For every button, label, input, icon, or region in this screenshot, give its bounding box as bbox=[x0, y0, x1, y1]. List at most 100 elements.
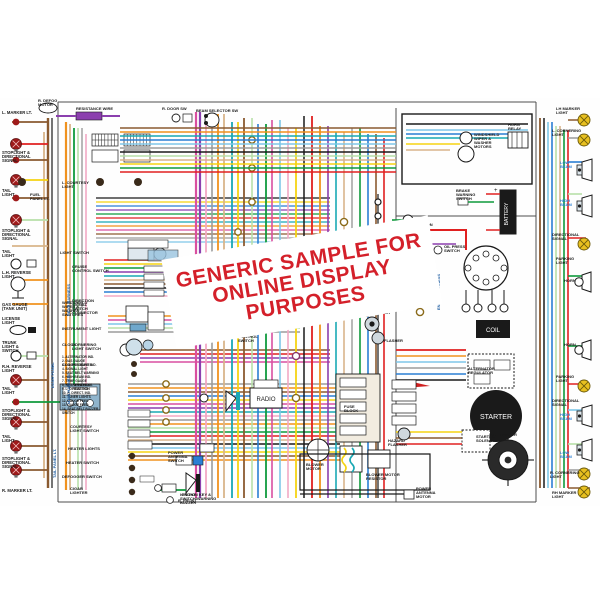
svg-text:HEATER SWITCH: HEATER SWITCH bbox=[66, 460, 99, 465]
svg-text:LOW: LOW bbox=[560, 160, 570, 165]
svg-text:LICENSE: LICENSE bbox=[2, 316, 20, 321]
svg-text:DIRECTIONAL: DIRECTIONAL bbox=[2, 460, 31, 465]
svg-text:5. SEAT BELT WARNING: 5. SEAT BELT WARNING bbox=[62, 371, 100, 375]
svg-text:SIGNAL: SIGNAL bbox=[2, 464, 18, 469]
svg-text:DIRECTIONAL: DIRECTIONAL bbox=[2, 154, 31, 159]
svg-text:STOPLIGHT &: STOPLIGHT & bbox=[2, 408, 30, 413]
svg-text:HIGH: HIGH bbox=[560, 198, 570, 203]
svg-text:FLASHER: FLASHER bbox=[388, 442, 407, 447]
svg-text:REAR HARNESS: REAR HARNESS bbox=[66, 284, 71, 316]
svg-text:SIGNAL: SIGNAL bbox=[2, 416, 18, 421]
svg-text:CLOCK: CLOCK bbox=[62, 342, 76, 347]
svg-text:RESISTANCE WIRE: RESISTANCE WIRE bbox=[76, 106, 113, 111]
svg-text:WASHER: WASHER bbox=[62, 308, 80, 313]
svg-text:WIPER &: WIPER & bbox=[62, 304, 79, 309]
svg-text:PARKING: PARKING bbox=[556, 256, 574, 261]
svg-text:LIGHT: LIGHT bbox=[556, 378, 569, 383]
svg-text:LIGHT: LIGHT bbox=[550, 474, 563, 479]
svg-text:COURTESY: COURTESY bbox=[70, 424, 93, 429]
svg-text:R. FRONT: R. FRONT bbox=[178, 498, 197, 503]
svg-text:BEAM: BEAM bbox=[560, 164, 572, 169]
svg-text:CONNECTOR: CONNECTOR bbox=[72, 310, 98, 315]
svg-text:R. DOOR SW: R. DOOR SW bbox=[162, 106, 187, 111]
svg-text:LIGHT SWITCH: LIGHT SWITCH bbox=[72, 346, 101, 351]
svg-text:LIGHT SWITCH: LIGHT SWITCH bbox=[60, 250, 89, 255]
svg-text:TAIL: TAIL bbox=[2, 249, 11, 254]
svg-text:SWITCH: SWITCH bbox=[168, 458, 184, 463]
svg-text:LIGHT: LIGHT bbox=[2, 192, 15, 197]
svg-text:LIGHT: LIGHT bbox=[2, 274, 15, 279]
svg-text:CLOCK LIGHTS: CLOCK LIGHTS bbox=[62, 362, 92, 367]
svg-text:SWITCH: SWITCH bbox=[456, 196, 472, 201]
svg-text:ALTERNATOR: ALTERNATOR bbox=[468, 366, 495, 371]
svg-text:SWITCH: SWITCH bbox=[72, 306, 88, 311]
svg-text:14. SEAT BELT BUZZER: 14. SEAT BELT BUZZER bbox=[62, 407, 99, 411]
svg-text:DIRECTIONAL: DIRECTIONAL bbox=[2, 412, 31, 417]
svg-text:PARKING: PARKING bbox=[556, 374, 574, 379]
svg-text:HORN: HORN bbox=[508, 122, 520, 127]
svg-text:6. HIGH BEAM IND.: 6. HIGH BEAM IND. bbox=[62, 375, 91, 379]
svg-text:DIRECTIONAL: DIRECTIONAL bbox=[2, 232, 31, 237]
svg-text:LIGHT: LIGHT bbox=[552, 132, 565, 137]
svg-text:DASH PANEL: DASH PANEL bbox=[50, 362, 55, 388]
svg-text:IGNITION KEY &: IGNITION KEY & bbox=[180, 492, 211, 497]
svg-text:DIRECTIONAL: DIRECTIONAL bbox=[552, 232, 580, 237]
svg-text:L. MARKER LT.: L. MARKER LT. bbox=[2, 110, 32, 115]
svg-text:STARTER: STARTER bbox=[476, 434, 495, 439]
svg-text:FRONT: FRONT bbox=[182, 492, 196, 497]
svg-text:SWITCH: SWITCH bbox=[418, 254, 434, 259]
svg-text:SWITCH: SWITCH bbox=[238, 338, 254, 343]
svg-text:8. BRAKE WARN LT.: 8. BRAKE WARN LT. bbox=[62, 383, 93, 387]
svg-text:11. TUNER LIGHTS: 11. TUNER LIGHTS bbox=[62, 395, 91, 399]
svg-text:SIGNAL: SIGNAL bbox=[552, 236, 568, 241]
svg-text:SWITCH: SWITCH bbox=[444, 248, 460, 253]
svg-text:STARTER: STARTER bbox=[480, 414, 512, 421]
svg-text:R. CORNERING: R. CORNERING bbox=[550, 470, 580, 475]
svg-text:BEAM SELECTOR SW: BEAM SELECTOR SW bbox=[196, 108, 238, 113]
top-components bbox=[38, 102, 396, 173]
svg-text:RELAY: RELAY bbox=[508, 126, 522, 131]
svg-text:SOLENOID: SOLENOID bbox=[402, 230, 423, 235]
svg-text:1. ALTERNATOR IND.: 1. ALTERNATOR IND. bbox=[62, 355, 94, 359]
svg-text:BATTERY: BATTERY bbox=[504, 202, 510, 225]
svg-text:R. DEFOG: R. DEFOG bbox=[38, 98, 57, 103]
svg-text:MOTOR: MOTOR bbox=[416, 494, 431, 499]
svg-text:MOTOR: MOTOR bbox=[38, 102, 53, 107]
svg-text:+: + bbox=[494, 188, 498, 194]
svg-text:BEAM: BEAM bbox=[560, 202, 572, 207]
svg-text:POWER: POWER bbox=[416, 486, 431, 491]
svg-text:L.H. REVERSE: L.H. REVERSE bbox=[2, 270, 31, 275]
svg-text:DIRECTION: DIRECTION bbox=[72, 298, 94, 303]
svg-text:BLOWER: BLOWER bbox=[306, 462, 324, 467]
svg-text:LH MARKER: LH MARKER bbox=[556, 106, 580, 111]
svg-text:MAIN HARNESS: MAIN HARNESS bbox=[66, 373, 71, 404]
svg-text:LIGHT: LIGHT bbox=[2, 368, 15, 373]
svg-text:COIL: COIL bbox=[486, 328, 501, 334]
svg-text:SIGNAL: SIGNAL bbox=[72, 302, 88, 307]
svg-text:WASHER: WASHER bbox=[474, 140, 492, 145]
svg-text:REGULATOR: REGULATOR bbox=[468, 370, 493, 375]
svg-text:TAIL: TAIL bbox=[2, 434, 11, 439]
svg-text:CRUISE: CRUISE bbox=[72, 264, 87, 269]
svg-text:TAIL PANEL LT.: TAIL PANEL LT. bbox=[52, 449, 57, 478]
svg-text:LOW: LOW bbox=[560, 450, 570, 455]
svg-text:IGNITION: IGNITION bbox=[74, 382, 92, 387]
svg-text:BLOWER MOTOR: BLOWER MOTOR bbox=[366, 472, 400, 477]
svg-text:LIGHT: LIGHT bbox=[552, 494, 565, 499]
svg-text:BEAM: BEAM bbox=[560, 416, 572, 421]
svg-text:RESISTOR: RESISTOR bbox=[366, 476, 386, 481]
svg-text:RH MARKER: RH MARKER bbox=[552, 490, 577, 495]
svg-text:TRUNK: TRUNK bbox=[2, 340, 17, 345]
svg-text:DIRECTIONAL: DIRECTIONAL bbox=[552, 398, 580, 403]
svg-text:3. OIL PRESSURE IND.: 3. OIL PRESSURE IND. bbox=[62, 363, 97, 367]
svg-text:L. CORNERING: L. CORNERING bbox=[552, 128, 581, 133]
svg-text:BUZZER: BUZZER bbox=[180, 500, 196, 505]
svg-text:L. COURTESY: L. COURTESY bbox=[62, 180, 89, 185]
svg-text:OIL PRESS: OIL PRESS bbox=[444, 244, 466, 249]
svg-text:FLASHER: FLASHER bbox=[384, 338, 403, 343]
svg-text:BEAM: BEAM bbox=[560, 454, 572, 459]
svg-text:SIGNAL: SIGNAL bbox=[2, 158, 18, 163]
